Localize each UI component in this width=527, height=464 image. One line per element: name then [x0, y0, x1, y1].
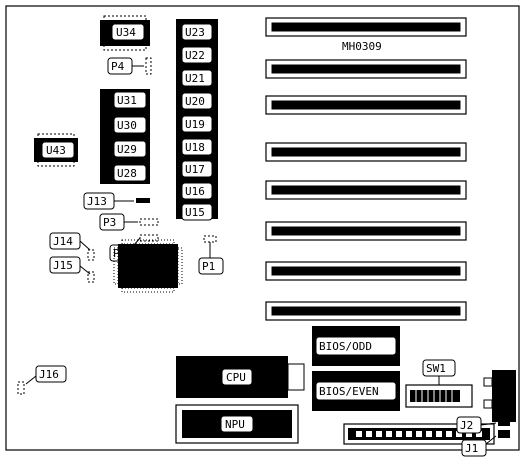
chip-u22: U22	[181, 46, 213, 64]
chip-u43: U43	[34, 133, 78, 167]
chip-u21: U21	[181, 69, 213, 87]
bios-even-chip: BIOS/EVEN	[312, 371, 400, 411]
expansion-slot-2	[265, 59, 467, 79]
jumper-p3: P3	[99, 213, 159, 231]
memory-chip-column-1: U23 U22 U21 U20 U19 U18 U17 U16 U15	[176, 19, 218, 221]
expansion-slot-6	[265, 221, 467, 241]
jumper-p1: P1	[198, 235, 224, 275]
cpu-socket: CPU	[176, 356, 305, 398]
chip-u18-label: U18	[185, 141, 205, 154]
chip-u20: U20	[181, 92, 213, 110]
jumper-j2-label: J2	[460, 419, 473, 432]
chip-u31: U31	[113, 91, 147, 109]
jumper-p1-label: P1	[202, 260, 215, 273]
chip-u17-label: U17	[185, 163, 205, 176]
jumper-p4-label: P4	[111, 60, 125, 73]
bios-even-label: BIOS/EVEN	[319, 385, 379, 398]
chip-u43-label: U43	[46, 144, 66, 157]
jumper-j16-label: J16	[39, 368, 59, 381]
chip-u23: U23	[181, 23, 213, 41]
sw1-label: SW1	[426, 362, 446, 375]
chip-u17: U17	[181, 160, 213, 178]
chip-u34-label: U34	[116, 26, 136, 39]
expansion-slot-8	[265, 301, 467, 321]
jumper-j14-label: J14	[53, 235, 73, 248]
expansion-slot-1	[265, 17, 467, 37]
chip-u19-label: U19	[185, 118, 205, 131]
chip-u30: U30	[113, 116, 147, 134]
plcc-chip	[113, 239, 183, 293]
bios-odd-chip: BIOS/ODD	[312, 326, 400, 366]
jumper-p3-label: P3	[103, 216, 116, 229]
chip-u18: U18	[181, 138, 213, 156]
chip-u29: U29	[113, 140, 147, 158]
chip-u29-label: U29	[117, 143, 137, 156]
power-connector	[343, 423, 495, 445]
expansion-slot-4	[265, 142, 467, 162]
chip-u23-label: U23	[185, 26, 205, 39]
jumper-j15-label: J15	[53, 259, 73, 272]
board-outline	[5, 5, 520, 451]
chip-u28-label: U28	[117, 167, 137, 180]
npu-socket: NPU	[175, 404, 299, 444]
chip-u28: U28	[113, 164, 147, 182]
expansion-slots	[265, 17, 467, 321]
expansion-slot-5	[265, 180, 467, 200]
jumper-j13: J13	[83, 192, 150, 210]
jumper-j15: J15	[49, 256, 95, 283]
keyboard-connector	[483, 370, 516, 422]
board-model-label: MH0309	[342, 40, 382, 53]
chip-u16: U16	[181, 182, 213, 200]
jumper-j16: J16	[17, 365, 67, 395]
jumper-p4: P4	[107, 57, 152, 75]
chip-u30-label: U30	[117, 119, 137, 132]
chip-u15-label: U15	[185, 206, 205, 219]
chip-u31-label: U31	[117, 94, 137, 107]
jumper-j14: J14	[49, 232, 95, 261]
jumper-j13-label: J13	[87, 195, 107, 208]
expansion-slot-3	[265, 95, 467, 115]
jumper-j1-label: J1	[465, 442, 478, 455]
chip-u19: U19	[181, 115, 213, 133]
chip-u20-label: U20	[185, 95, 205, 108]
chip-u16-label: U16	[185, 185, 205, 198]
chip-u21-label: U21	[185, 72, 205, 85]
dip-switch-sw1: SW1	[405, 359, 473, 408]
npu-label: NPU	[225, 418, 245, 431]
chip-u34: U34	[100, 15, 150, 51]
jumper-j2: J2	[456, 416, 510, 434]
bios-odd-label: BIOS/ODD	[319, 340, 372, 353]
expansion-slot-7	[265, 261, 467, 281]
cpu-label: CPU	[226, 371, 246, 384]
jumper-j1: J1	[461, 430, 510, 457]
chip-u15: U15	[181, 203, 213, 221]
memory-chip-column-2: U31 U30 U29 U28	[100, 89, 150, 184]
chip-u22-label: U22	[185, 49, 205, 62]
